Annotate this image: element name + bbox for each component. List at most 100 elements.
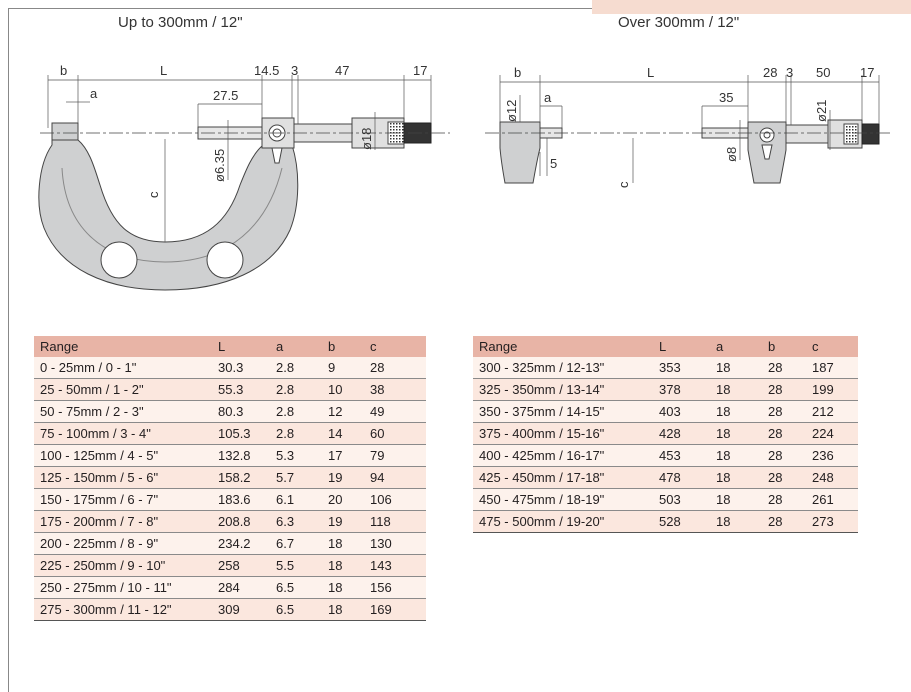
table-cell: 453	[653, 444, 710, 467]
table-cell: 183.6	[212, 488, 270, 511]
right-dim-5: 5	[550, 156, 557, 171]
left-hole-2	[206, 241, 244, 279]
column-header: Range	[473, 336, 653, 357]
table-cell: 212	[806, 400, 858, 423]
table-cell: 300 - 325mm / 12-13"	[473, 357, 653, 379]
table-cell: 118	[364, 510, 426, 533]
table-cell: 50 - 75mm / 2 - 3"	[34, 400, 212, 423]
table-cell: 28	[762, 444, 806, 467]
table-cell: 105.3	[212, 422, 270, 445]
table-cell: 261	[806, 488, 858, 511]
column-header: a	[270, 336, 322, 357]
table-cell: 353	[653, 357, 710, 379]
table-cell: 378	[653, 378, 710, 401]
right-dim-dia-8: ø8	[724, 147, 739, 162]
left-dim-L: L	[160, 63, 167, 78]
right-anvil-block	[499, 121, 541, 184]
table-cell: 528	[653, 510, 710, 533]
table-cell: 236	[806, 444, 858, 467]
table-cell: 275 - 300mm / 11 - 12"	[34, 598, 212, 621]
right-dim-b: b	[514, 65, 521, 80]
table-cell: 199	[806, 378, 858, 401]
table-cell: 18	[710, 357, 762, 379]
table-cell: 19	[322, 466, 364, 489]
table-cell: 130	[364, 532, 426, 555]
column-header: c	[806, 336, 858, 357]
table-cell: 10	[322, 378, 364, 401]
right-dim-28: 28	[763, 65, 777, 80]
right-ratchet-knurl	[843, 123, 859, 145]
table-cell: 250 - 275mm / 10 - 11"	[34, 576, 212, 599]
column-header: a	[710, 336, 762, 357]
left-dim-14-5: 14.5	[254, 63, 279, 78]
heading-up-to-300: Up to 300mm / 12"	[118, 14, 243, 31]
micrometer-diagrams: b a L 14.5 3 47 17 27.5 ø6.35 c ø18	[38, 63, 890, 291]
table-cell: 425 - 450mm / 17-18"	[473, 466, 653, 489]
left-frame-body	[38, 127, 299, 291]
table-cell: 18	[710, 444, 762, 467]
table-cell: 18	[322, 532, 364, 555]
table-cell: 28	[762, 357, 806, 379]
table-cell: 175 - 200mm / 7 - 8"	[34, 510, 212, 533]
table-cell: 28	[762, 466, 806, 489]
table-cell: 79	[364, 444, 426, 467]
table-cell: 350 - 375mm / 14-15"	[473, 400, 653, 423]
table-cell: 478	[653, 466, 710, 489]
page-frame	[8, 8, 908, 692]
table-cell: 156	[364, 576, 426, 599]
table-cell: 28	[762, 400, 806, 423]
table-cell: 75 - 100mm / 3 - 4"	[34, 422, 212, 445]
table-cell: 60	[364, 422, 426, 445]
left-anvil	[51, 122, 79, 141]
table-cell: 428	[653, 422, 710, 445]
table-cell: 403	[653, 400, 710, 423]
table-cell: 234.2	[212, 532, 270, 555]
table-cell: 400 - 425mm / 16-17"	[473, 444, 653, 467]
table-cell: 9	[322, 357, 364, 379]
left-dim-dia-18: ø18	[359, 128, 374, 150]
right-dim-dia-12: ø12	[504, 100, 519, 122]
table-cell: 2.8	[270, 422, 322, 445]
table-cell: 0 - 25mm / 0 - 1"	[34, 357, 212, 379]
table-cell: 5.5	[270, 554, 322, 577]
table-cell: 25 - 50mm / 1 - 2"	[34, 378, 212, 401]
table-cell: 284	[212, 576, 270, 599]
table-cell: 125 - 150mm / 5 - 6"	[34, 466, 212, 489]
table-cell: 18	[322, 576, 364, 599]
table-cell: 100 - 125mm / 4 - 5"	[34, 444, 212, 467]
table-cell: 94	[364, 466, 426, 489]
table-cell: 187	[806, 357, 858, 379]
table-cell: 18	[322, 554, 364, 577]
table-cell: 224	[806, 422, 858, 445]
table-cell: 18	[710, 400, 762, 423]
table-cell: 450 - 475mm / 18-19"	[473, 488, 653, 511]
left-dim-17: 17	[413, 63, 427, 78]
left-dim-a: a	[90, 86, 98, 101]
table-cell: 325 - 350mm / 13-14"	[473, 378, 653, 401]
table-cell: 28	[762, 488, 806, 511]
table-cell: 55.3	[212, 378, 270, 401]
right-dim-50: 50	[816, 65, 830, 80]
table-cell: 28	[762, 422, 806, 445]
left-dim-27-5: 27.5	[213, 88, 238, 103]
table-cell: 80.3	[212, 400, 270, 423]
right-ratchet	[861, 123, 880, 145]
left-dim-47: 47	[335, 63, 349, 78]
left-dim-b: b	[60, 63, 67, 78]
left-frame-inner	[61, 167, 283, 263]
table-cell: 28	[762, 510, 806, 533]
